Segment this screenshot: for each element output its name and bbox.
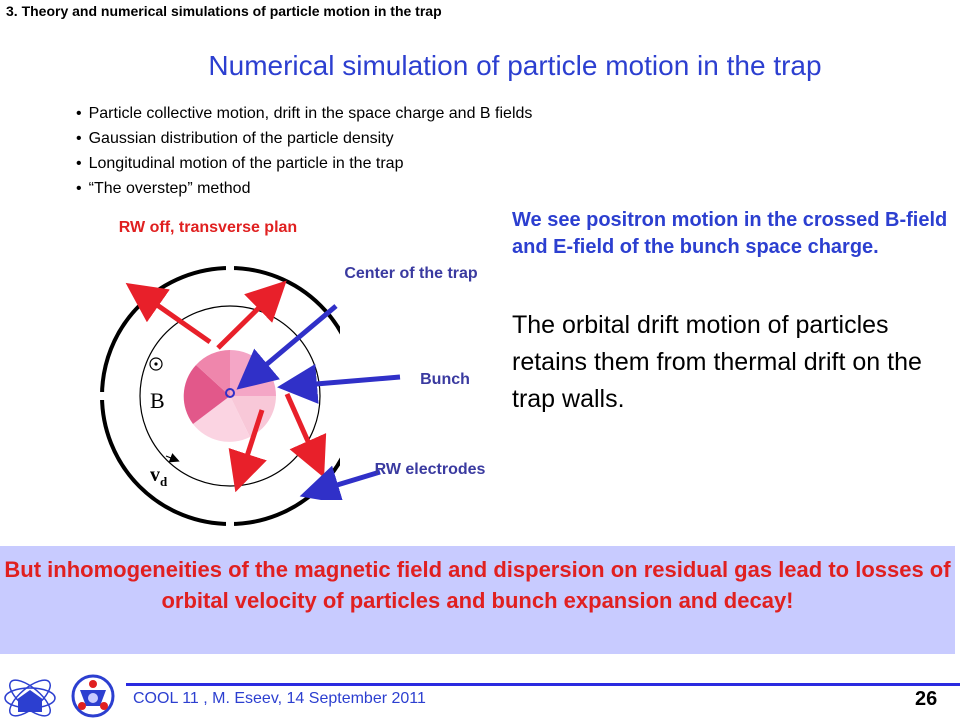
rw-electrodes-label: RW electrodes <box>374 461 486 478</box>
footer-divider <box>126 683 960 686</box>
page-number: 26 <box>915 688 938 710</box>
slide-title: Numerical simulation of particle motion … <box>208 50 822 81</box>
bullet-item: Longitudinal motion of the particle in t… <box>76 151 532 176</box>
electrode-pointer-arrow <box>299 465 381 500</box>
trap-center-marker <box>225 388 235 398</box>
rw-off-label: RW off, transverse plan <box>118 219 298 236</box>
electrode-gap <box>226 262 234 276</box>
velocity-arrow <box>216 280 287 350</box>
conclusion-box: But inhomogeneities of the magnetic fiel… <box>0 546 955 654</box>
bunch-pointer-arrow <box>277 363 401 404</box>
velocity-arrow <box>228 409 267 493</box>
b-field-symbol-circle <box>149 357 163 371</box>
university-logo-icon <box>71 674 115 718</box>
pointer-arrows <box>236 304 401 500</box>
explanation-normal: The orbital drift motion of particles re… <box>512 311 922 413</box>
vd-label: vd <box>150 464 168 489</box>
bunch-label: Bunch <box>420 371 470 388</box>
b-field-symbol-dot <box>154 362 158 366</box>
bullet-list: Particle collective motion, drift in the… <box>76 101 533 201</box>
electrode-gap <box>96 392 110 400</box>
b-field-label: B <box>150 388 165 413</box>
center-pointer-arrow <box>236 304 338 390</box>
institute-logo-icon <box>4 679 56 717</box>
orbit-direction-arrow <box>165 453 180 463</box>
explanation-bold: We see positron motion in the crossed B-… <box>512 209 948 258</box>
velocity-arrow <box>284 392 327 478</box>
bullet-item: Gaussian distribution of the particle de… <box>76 126 532 151</box>
center-of-trap-label: Center of the trap <box>344 265 478 282</box>
bullet-item: Particle collective motion, drift in the… <box>76 101 533 126</box>
electrode-gap <box>226 516 234 526</box>
conclusion-text: But inhomogeneities of the magnetic fiel… <box>4 557 951 613</box>
footer-text: COOL 11 , M. Eseev, 14 September 2011 <box>133 690 426 707</box>
bullet-item: “The overstep” method <box>76 176 532 201</box>
velocity-arrow <box>125 282 212 345</box>
section-title: 3. Theory and numerical simulations of p… <box>6 3 442 19</box>
